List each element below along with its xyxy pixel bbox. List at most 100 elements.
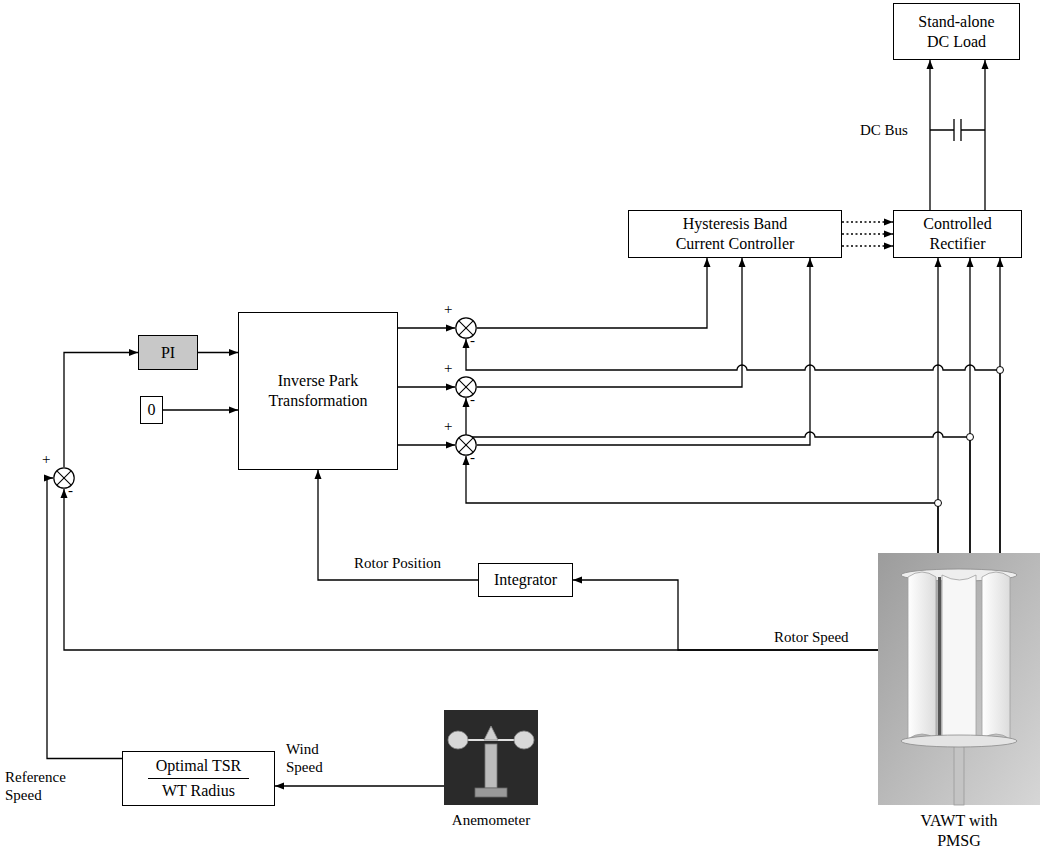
cup — [448, 731, 468, 749]
arrow-head — [446, 442, 455, 449]
arrow-head — [982, 60, 989, 69]
picture-caption: VAWT with PMSG — [914, 811, 1004, 851]
bottom-plate — [901, 735, 1017, 747]
arrow-head — [704, 258, 711, 267]
connector-line — [318, 470, 478, 580]
connector — [44, 475, 122, 759]
box-label: Stand-alone DC Load — [911, 12, 1003, 52]
sign-label: + — [444, 419, 452, 434]
tap-point — [967, 434, 974, 441]
connector — [927, 60, 989, 210]
connector-line — [47, 478, 122, 759]
cup — [514, 731, 534, 749]
arrow-head — [739, 258, 746, 267]
tap-point — [935, 500, 942, 507]
connector — [842, 219, 893, 250]
denominator-label: WT Radius — [154, 779, 243, 801]
box-label: Integrator — [494, 570, 557, 590]
summing-junction: +- — [53, 467, 75, 489]
picture-caption: Anemometer — [434, 811, 548, 830]
connector-line — [930, 119, 985, 141]
picture-ground — [878, 553, 1040, 805]
connector — [477, 258, 746, 387]
arrow-head — [884, 219, 893, 226]
connector-line — [477, 258, 810, 445]
signal-label: DC Bus — [858, 121, 910, 139]
connector-line — [275, 785, 444, 786]
signal-label: Reference Speed — [3, 768, 79, 804]
arrow-head — [61, 489, 68, 498]
arrow-head — [927, 60, 934, 69]
tap-point — [997, 367, 1004, 374]
shaft — [938, 577, 941, 741]
summing-junction: +- — [455, 317, 477, 339]
load-box: Stand-alone DC Load — [893, 3, 1020, 60]
connector-line — [466, 398, 970, 553]
sensor-body — [485, 744, 497, 788]
rotor-blade — [982, 572, 1010, 739]
connector — [463, 398, 974, 553]
connector-line — [64, 489, 878, 650]
arrow-head — [463, 339, 470, 348]
arrow-head — [229, 349, 238, 356]
connector — [163, 407, 238, 414]
picture-ground — [444, 710, 538, 805]
connector — [198, 349, 238, 356]
connector-line — [984, 60, 985, 210]
reference-box: Optimal TSRWT Radius — [122, 751, 275, 806]
arrow-head — [463, 456, 470, 465]
connector — [935, 258, 1004, 553]
transform-box: Inverse Park Transformation — [238, 312, 398, 470]
box-label: Hysteresis Band Current Controller — [660, 214, 810, 254]
arrow-head — [997, 258, 1004, 267]
anemometer-picture — [444, 710, 538, 805]
sign-label: - — [470, 333, 475, 348]
integrator-box: Integrator — [478, 563, 573, 597]
sign-label: + — [444, 361, 452, 376]
connector — [398, 384, 455, 391]
connector-line — [466, 339, 1000, 553]
connector — [315, 470, 479, 580]
constant-box: 0 — [140, 396, 163, 424]
numerator-label: Optimal TSR — [148, 756, 250, 779]
connector — [64, 349, 138, 467]
connector — [477, 258, 814, 445]
tower — [954, 741, 964, 805]
connector-line — [477, 258, 707, 328]
box-label: PI — [161, 343, 175, 363]
box-label: 0 — [148, 400, 156, 420]
pi-block: PI — [138, 335, 198, 370]
connector-line — [929, 60, 930, 210]
arrow-head — [807, 258, 814, 267]
connector-line — [573, 580, 878, 650]
signal-label: Rotor Position — [352, 554, 443, 572]
connector — [573, 577, 878, 651]
sign-label: + — [42, 452, 50, 467]
sign-label: - — [470, 392, 475, 407]
anemometer: Anemometer — [444, 710, 538, 838]
arrow-head — [315, 470, 322, 479]
sign-label: + — [444, 302, 452, 317]
box-label: Inverse Park Transformation — [262, 371, 374, 411]
arrow-head — [446, 325, 455, 332]
connector — [398, 442, 455, 449]
connector — [463, 456, 942, 553]
arrow-head — [44, 475, 53, 482]
arrow-head — [129, 349, 138, 356]
box-label: Controlled Rectifier — [908, 214, 1008, 254]
rotor-blade — [942, 575, 976, 746]
sign-label: - — [68, 483, 73, 498]
connector-line — [64, 353, 138, 468]
signal-label: Wind Speed — [284, 740, 340, 776]
connector-line — [477, 258, 742, 387]
arrow-head — [463, 398, 470, 407]
arrow-head — [935, 258, 942, 267]
sign-label: - — [470, 450, 475, 465]
connector — [463, 339, 1004, 553]
summing-junction: +- — [455, 434, 477, 456]
arrow-head — [229, 407, 238, 414]
cup-hub — [484, 726, 498, 740]
arrow-head — [275, 783, 284, 790]
connector — [477, 258, 711, 328]
controller-box: Hysteresis Band Current Controller — [628, 210, 842, 258]
